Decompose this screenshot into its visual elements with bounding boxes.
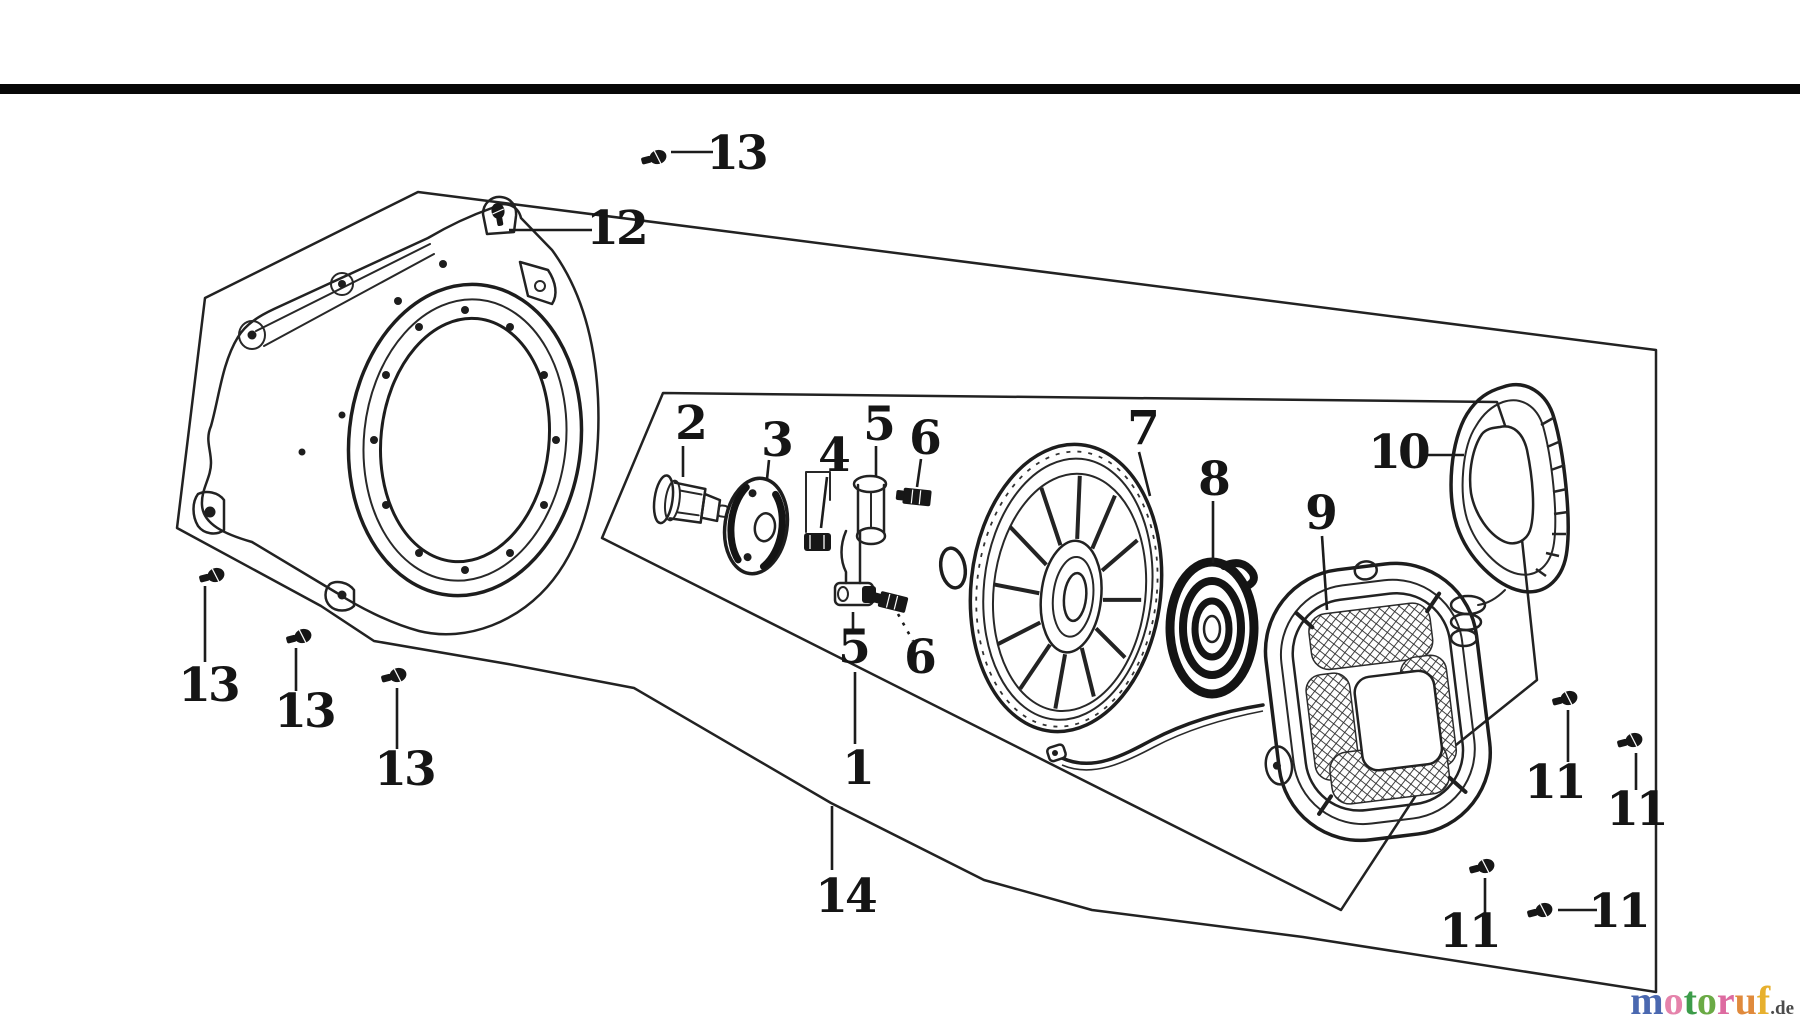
- part-callout-11b: 11: [1606, 753, 1669, 837]
- leader-line-4: [819, 476, 829, 529]
- flywheel-spokes: [993, 475, 1142, 709]
- ring-bolt-holes: [370, 306, 560, 574]
- part-callout-1: 1: [842, 672, 875, 796]
- bolt-13-left3: [381, 667, 407, 683]
- bolt-11-2: [1617, 732, 1643, 748]
- part-number-8: 8: [1198, 452, 1229, 507]
- part-2-cup: [652, 474, 729, 525]
- part-number-11a: 11: [1524, 755, 1583, 810]
- housing-slots: [1294, 591, 1468, 816]
- part-number-1: 1: [842, 741, 872, 796]
- part-callout-6b: 6: [896, 613, 938, 685]
- part-callout-13a: 13: [671, 126, 769, 181]
- part-number-13b: 13: [178, 658, 238, 713]
- bolt-13-left1: [199, 567, 225, 583]
- outer-panel-outline: [175, 190, 1658, 994]
- grip-ribs: [1535, 415, 1569, 578]
- recoil-spring: [1165, 557, 1259, 699]
- bolt-11-3: [1469, 858, 1495, 874]
- part-callout-5a: 5: [863, 397, 896, 477]
- starter-rope: [1046, 703, 1265, 771]
- leader-line-6a: [915, 458, 923, 488]
- part-3-plate: [722, 476, 790, 576]
- leader-line-7: [1137, 451, 1152, 497]
- part-number-2: 2: [675, 396, 705, 451]
- part-callout-13d: 13: [374, 688, 437, 797]
- part-number-14: 14: [815, 869, 876, 924]
- part-number-10: 10: [1368, 425, 1429, 480]
- part-6-bolt-lower: [871, 591, 909, 613]
- part-number-5b: 5: [838, 620, 868, 675]
- part-number-11b: 11: [1606, 782, 1665, 837]
- flywheel: [968, 442, 1164, 734]
- grommet-mark: [938, 546, 968, 590]
- part-callout-2: 2: [675, 396, 708, 477]
- part-callout-9: 9: [1305, 486, 1338, 611]
- starter-grip: [1449, 383, 1570, 648]
- part-callout-11c: 11: [1439, 878, 1502, 959]
- inner-panel-outline: [600, 391, 1539, 912]
- part-number-12: 12: [586, 201, 645, 256]
- leader-line-3: [765, 459, 771, 480]
- leader-line-9: [1320, 535, 1329, 611]
- watermark-logo: motoruf.de: [1630, 981, 1794, 1021]
- logo-letter: o: [1696, 978, 1717, 1023]
- part-callout-3: 3: [761, 413, 794, 480]
- starter-pulley-parts: [652, 471, 932, 613]
- recoil-housing: [1263, 560, 1493, 843]
- bolt-13-top: [641, 149, 667, 165]
- logo-letter: m: [1630, 978, 1664, 1023]
- logo-letter: r: [1716, 978, 1735, 1023]
- part-callout-8: 8: [1198, 452, 1232, 563]
- part-number-4: 4: [818, 428, 849, 483]
- watermark-tld: .de: [1770, 998, 1794, 1019]
- part-number-9: 9: [1305, 486, 1335, 541]
- part-callout-12: 12: [509, 201, 649, 256]
- bolt-11-4: [1527, 902, 1553, 918]
- part-5-pawl: [852, 474, 888, 546]
- logo-letter: t: [1683, 978, 1697, 1023]
- loose-bolts: [199, 149, 1643, 918]
- part-number-11c: 11: [1439, 904, 1498, 959]
- part-number-13d: 13: [374, 742, 434, 797]
- part-6-bolt: [895, 487, 932, 507]
- part-callout-11a: 11: [1524, 710, 1587, 810]
- part-4-nut: [804, 471, 831, 551]
- bolt-13-left2: [286, 628, 312, 644]
- part-callout-10: 10: [1368, 425, 1464, 480]
- part-callout-13c: 13: [274, 648, 337, 739]
- part-number-13c: 13: [274, 684, 334, 739]
- bolt-icon: [491, 203, 505, 226]
- logo-letter: u: [1734, 978, 1757, 1023]
- bolt-11-1: [1552, 690, 1578, 706]
- logo-letter: f: [1756, 978, 1771, 1023]
- part-number-5a: 5: [863, 397, 893, 452]
- logo-letter: o: [1663, 978, 1684, 1023]
- part-number-6a: 6: [909, 411, 940, 466]
- part-callout-7: 7: [1127, 401, 1160, 497]
- part-number-13a: 13: [706, 126, 766, 181]
- part-callout-5b: 5: [838, 612, 871, 675]
- part-number-3: 3: [761, 413, 791, 468]
- part-callout-14: 14: [815, 806, 879, 924]
- part-number-11d: 11: [1588, 884, 1647, 939]
- fan-cover: [192, 195, 600, 636]
- fan-opening-ring: [346, 282, 584, 598]
- watermark-wordmark: motoruf: [1630, 978, 1770, 1023]
- part-5-guide: [833, 529, 876, 607]
- part-number-6b: 6: [904, 630, 935, 685]
- part-callout-4: 4: [818, 428, 852, 529]
- part-callout-11d: 11: [1558, 884, 1651, 939]
- part-callout-6a: 6: [909, 411, 943, 488]
- top-bar: [0, 84, 1800, 94]
- part-number-7: 7: [1127, 401, 1157, 456]
- part-callout-13b: 13: [178, 586, 241, 713]
